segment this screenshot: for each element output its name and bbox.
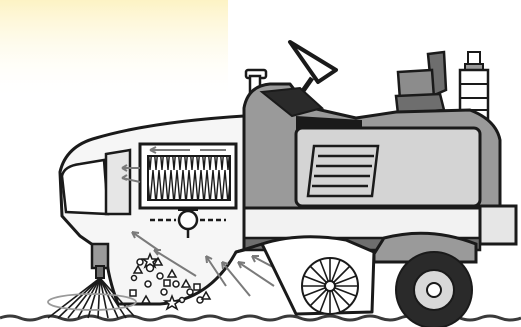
rear-bumper: [478, 206, 516, 244]
engine-panel: [296, 128, 480, 206]
corner-tint: [0, 0, 228, 100]
main-broom: [262, 237, 374, 314]
rear-wheel: [374, 233, 476, 327]
engine-vent-grille: [308, 146, 378, 196]
dust-filter: [140, 144, 236, 208]
operator-seat: [396, 52, 446, 114]
